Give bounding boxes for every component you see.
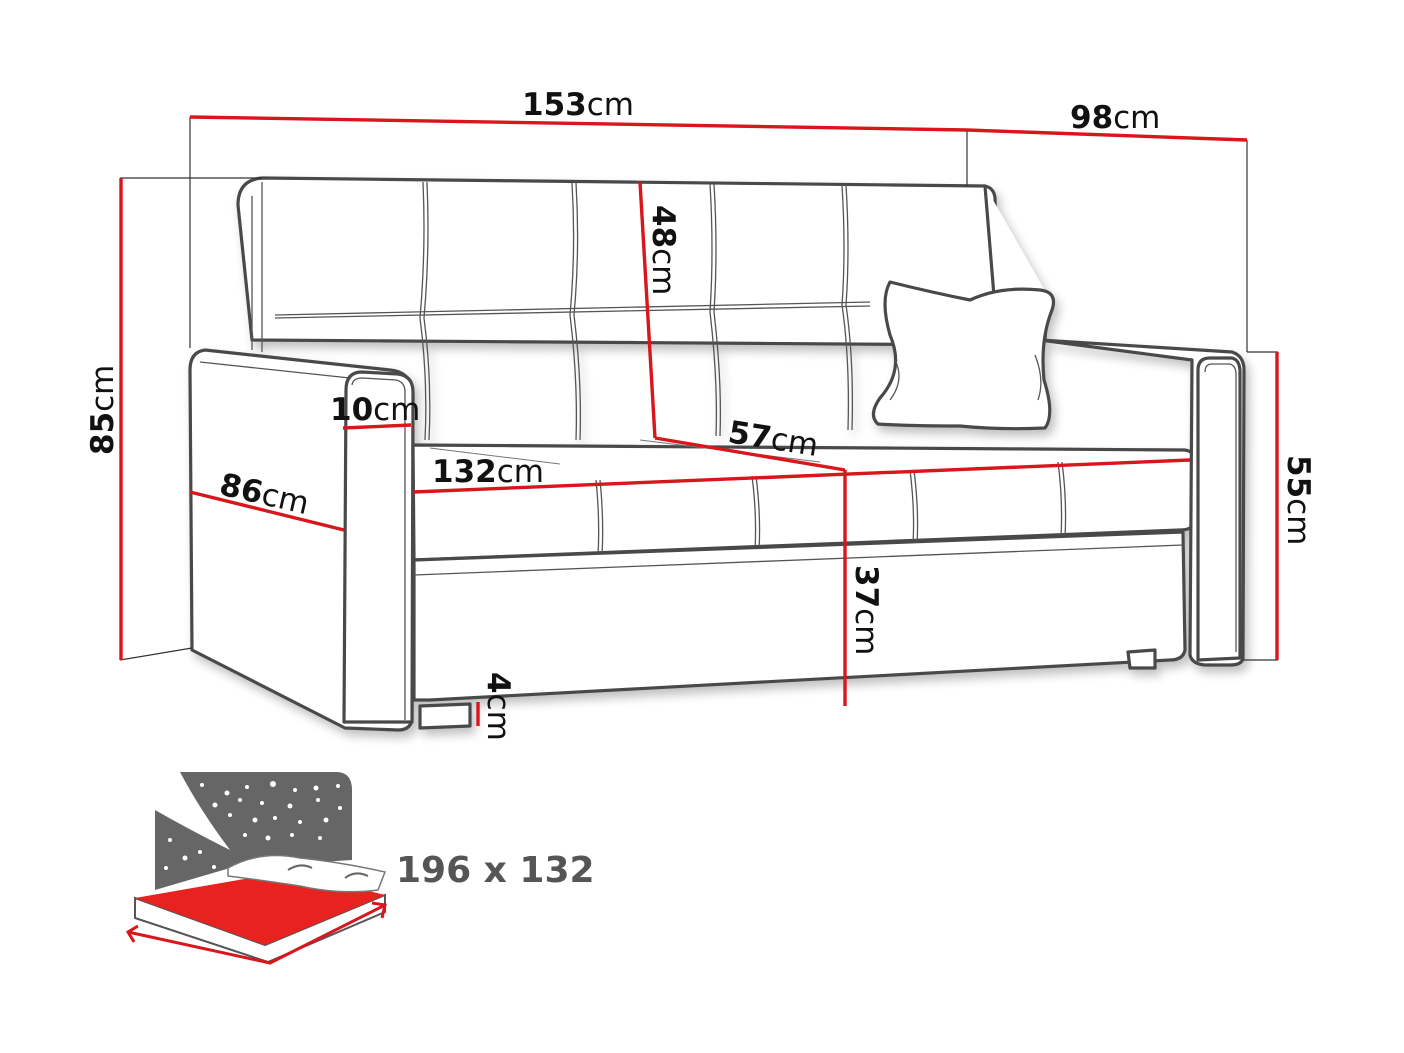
bed-night-icon (125, 772, 387, 965)
dim-line-armrest-depth (189, 490, 345, 532)
label-total-width: 153cm (522, 87, 634, 123)
label-backrest-height: 48cm (645, 205, 681, 295)
backrest (236, 176, 1000, 347)
label-seat-width: 132cm (432, 454, 544, 490)
label-seat-depth: 57cm (726, 414, 821, 464)
sleeping-area-label: 196 x 132 (396, 850, 595, 891)
pillow (871, 280, 1056, 431)
dim-line-seat-width (412, 458, 1191, 494)
label-seat-height: 37cm (848, 565, 884, 655)
dimension-lines (119, 115, 1279, 726)
guide-lines (119, 117, 1278, 661)
dim-line-total-width (189, 115, 968, 132)
leg-front-right (1126, 648, 1157, 670)
dim-line-backrest-height (638, 181, 657, 439)
sofa-drawing (188, 176, 1246, 732)
dim-line-depth (966, 128, 1248, 142)
label-leg-height: 4cm (480, 672, 516, 741)
label-total-height: 85cm (85, 365, 121, 455)
label-armrest-width: 10cm (330, 392, 420, 428)
dim-line-seat-depth (654, 436, 846, 472)
bed-sheet (135, 878, 385, 945)
stars-decoration (164, 781, 342, 870)
bed-pillows (227, 854, 387, 893)
sofa-base (412, 530, 1187, 702)
label-armrest-height: 55cm (1280, 455, 1316, 545)
dimension-labels: 153cm 98cm 85cm 48cm 10cm 86cm 132cm 57c… (85, 87, 1316, 741)
label-depth: 98cm (1070, 100, 1160, 136)
leg-front-left (418, 702, 472, 730)
size-arrow (127, 903, 386, 965)
left-armrest-cap (342, 370, 415, 724)
right-armrest (1038, 338, 1246, 667)
dim-line-armrest-width (342, 423, 412, 430)
right-armrest-cap (1196, 356, 1242, 662)
